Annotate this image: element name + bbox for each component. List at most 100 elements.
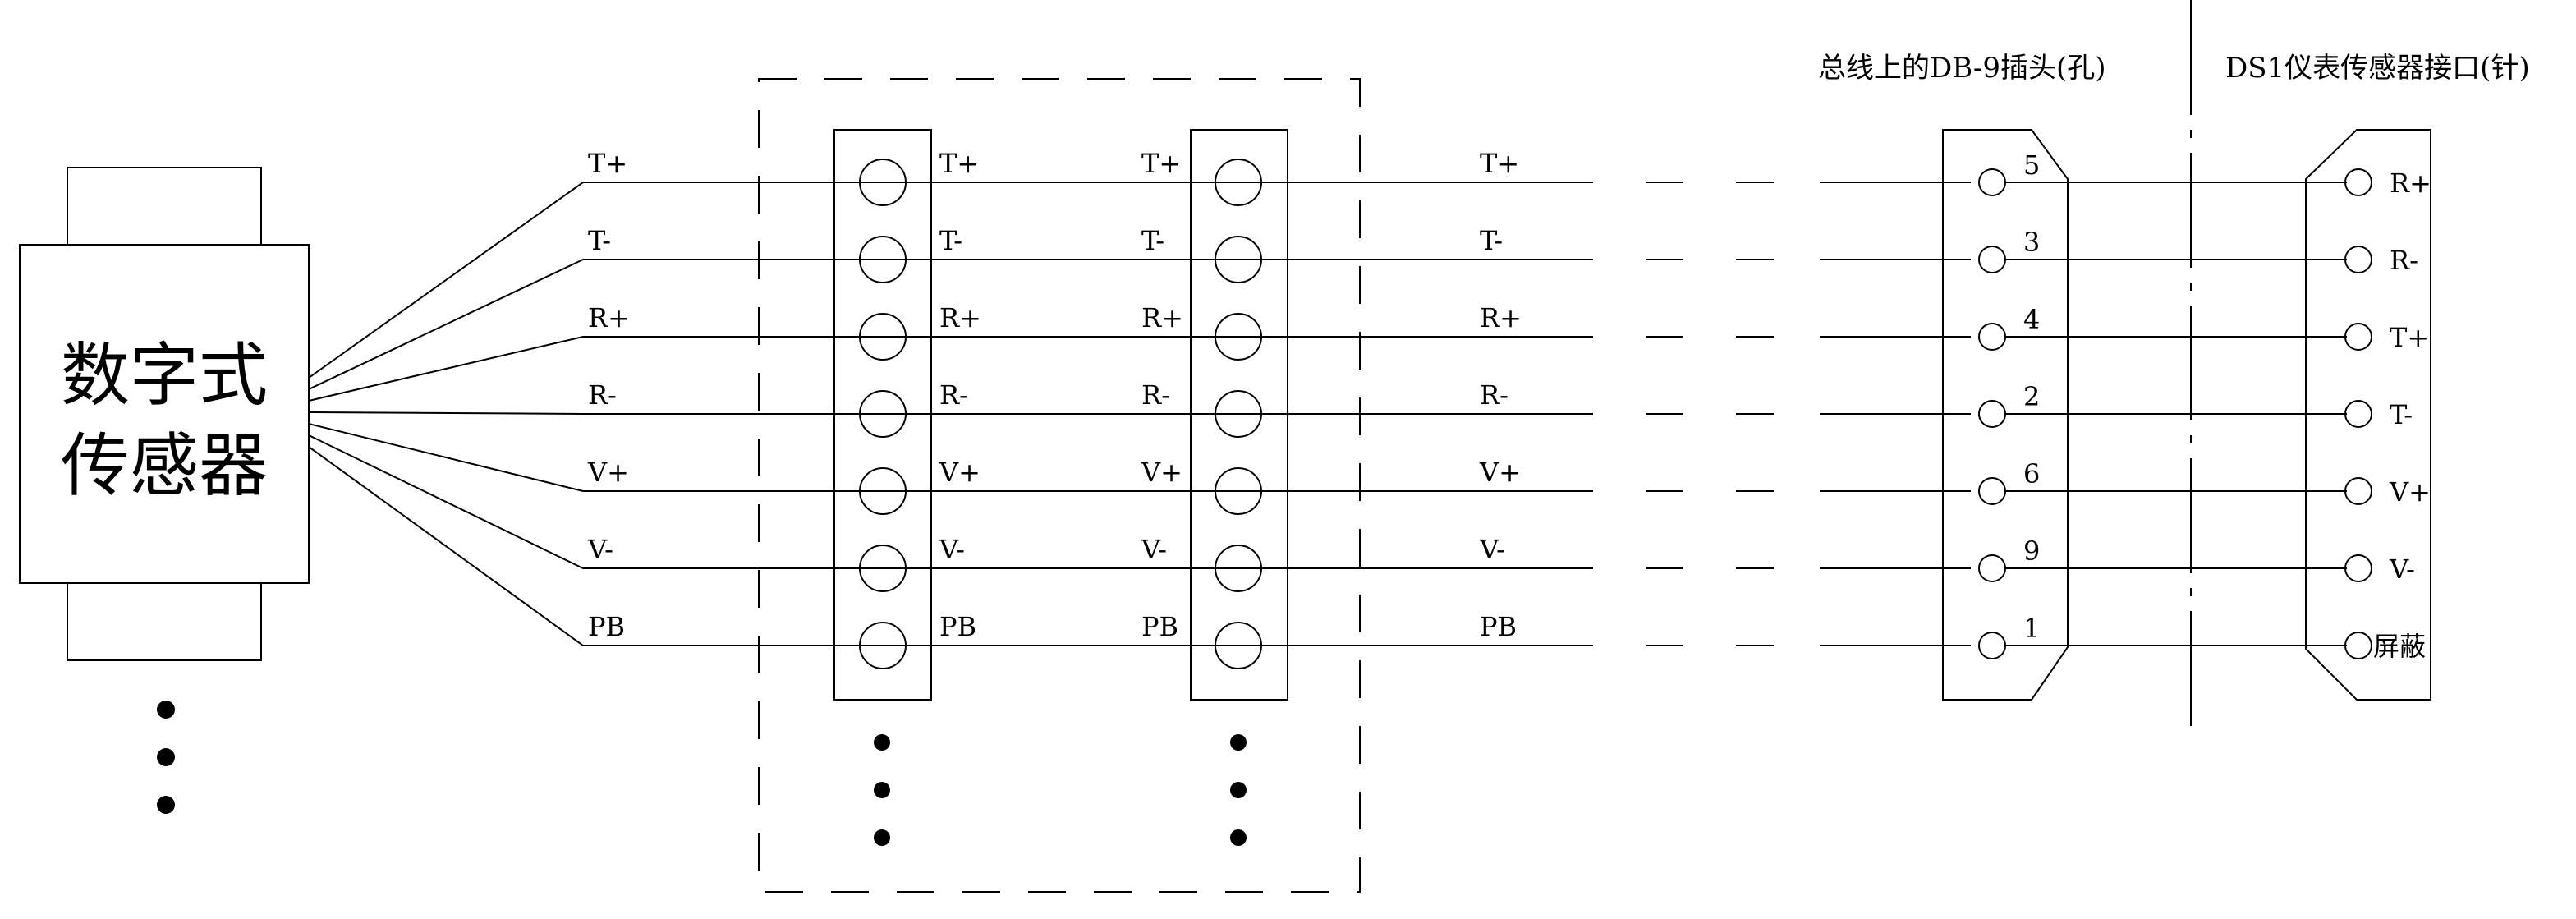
terminal: [859, 467, 907, 515]
signal-label: V+: [1479, 457, 1521, 488]
ds1-pin: [2344, 554, 2372, 582]
terminal-strip-2: [1190, 129, 1288, 846]
ds1-pin: [2344, 323, 2372, 351]
signal-label: R-: [1141, 379, 1170, 411]
db9-pin-number: 4: [2023, 304, 2040, 335]
wire-T-: [308, 259, 1593, 390]
terminal: [859, 622, 907, 669]
ellipsis-dot: [157, 701, 175, 719]
wire-PB: [308, 446, 1593, 646]
wire-R-: [308, 411, 1593, 415]
ds1-pin-label: T+: [2390, 322, 2429, 353]
db9-pin: [1978, 554, 2006, 582]
mating-wires: [2005, 182, 2347, 646]
ellipsis-dot: [157, 796, 175, 814]
db9-pin-number: 6: [2023, 458, 2040, 489]
signal-labels-sensor: T+ T- R+ R- V+ V- PB: [587, 148, 630, 642]
terminal: [1215, 159, 1262, 206]
db9-connector: 5 3 4 2 6 9 1: [1942, 129, 2069, 701]
wire-V+: [308, 423, 1593, 492]
signal-label: V+: [587, 457, 629, 488]
wire-T+: [308, 182, 1593, 379]
terminal-strip-1-body: [833, 129, 932, 701]
signal-label: R-: [1480, 379, 1508, 411]
ellipsis-dot: [1230, 829, 1247, 846]
signal-label: R+: [588, 302, 630, 333]
terminal: [859, 390, 907, 438]
wire-R+: [308, 336, 1593, 402]
terminal: [1215, 467, 1262, 515]
terminal: [859, 159, 907, 206]
signal-label: T-: [588, 225, 611, 256]
db9-pin-number: 1: [2023, 613, 2040, 644]
db9-pin: [1978, 246, 2006, 273]
sensor-bottom-tab: [67, 582, 262, 661]
db9-pin: [1978, 400, 2006, 428]
terminal: [1215, 313, 1262, 361]
signal-label: T+: [1141, 148, 1181, 179]
terminal: [859, 236, 907, 283]
db9-pin-number: 3: [2023, 227, 2040, 258]
db9-pin: [1978, 323, 2006, 351]
ds1-pin-label: R+: [2390, 168, 2431, 199]
ds1-pin-label: T-: [2390, 399, 2413, 430]
db9-pin-number: 9: [2023, 535, 2040, 567]
terminal: [859, 313, 907, 361]
signal-label: T-: [1480, 225, 1503, 256]
ds1-pin: [2344, 632, 2372, 659]
junction-box-outline: [758, 78, 1361, 893]
signal-label: PB: [939, 611, 976, 642]
ds1-pin: [2344, 477, 2372, 505]
signal-label: PB: [1141, 611, 1178, 642]
db9-body: [1942, 129, 2069, 701]
ellipsis-dot: [1230, 734, 1247, 751]
ds1-pin-label: V-: [2389, 554, 2415, 585]
signal-label: V-: [1141, 534, 1167, 565]
signal-label: T+: [1480, 148, 1519, 179]
terminal: [859, 545, 907, 592]
ellipsis-dot: [1230, 782, 1247, 798]
signal-label: V+: [939, 457, 980, 488]
db9-pin: [1978, 632, 2006, 659]
ellipsis-dot: [874, 782, 890, 798]
signal-label: R+: [1141, 302, 1183, 333]
sensor-top-tab: [67, 167, 262, 246]
ds1-pin: [2344, 246, 2372, 273]
terminal: [1215, 390, 1262, 438]
signal-label: PB: [1480, 611, 1517, 642]
signal-label: V-: [587, 534, 613, 565]
sensor-fanout-wires: [308, 182, 1593, 646]
signal-labels-strip1: T+ T- R+ R- V+ V- PB: [939, 148, 981, 642]
terminal: [1215, 545, 1262, 592]
signal-label: R+: [1480, 302, 1522, 333]
db9-pin-number: 2: [2023, 381, 2040, 412]
sensor-label-line2: 传感器: [61, 425, 268, 506]
signal-label: T-: [939, 225, 962, 256]
sensor-label-line1: 数字式: [61, 335, 268, 416]
signal-label: T-: [1141, 225, 1164, 256]
signal-label: R-: [939, 379, 968, 411]
terminal: [1215, 622, 1262, 669]
terminal-strip-1: [833, 129, 932, 846]
ds1-pin: [2344, 168, 2372, 196]
ds1-pin-label: R-: [2390, 245, 2418, 276]
signal-label: R-: [588, 379, 617, 411]
digital-sensor: 数字式 传感器: [19, 167, 310, 814]
ellipsis-dot: [157, 748, 175, 766]
db9-pin-number: 5: [2023, 149, 2040, 181]
bus-continuation-dashes: [1646, 182, 1971, 646]
signal-label: V-: [939, 534, 965, 565]
ds1-header: DS1仪表传感器接口(针): [2225, 52, 2530, 85]
signal-label: V-: [1479, 534, 1505, 565]
signal-label: T+: [939, 148, 979, 179]
ds1-connector: R+ R- T+ T- V+ V- 屏蔽: [2305, 129, 2431, 701]
ds1-body: [2305, 129, 2431, 701]
terminal-strip-2-body: [1190, 129, 1288, 701]
signal-label: V+: [1141, 457, 1182, 488]
ellipsis-dot: [874, 734, 890, 751]
signal-label: PB: [588, 611, 625, 642]
wire-V-: [308, 434, 1593, 569]
ds1-pin: [2344, 400, 2372, 428]
db9-pin: [1978, 477, 2006, 505]
